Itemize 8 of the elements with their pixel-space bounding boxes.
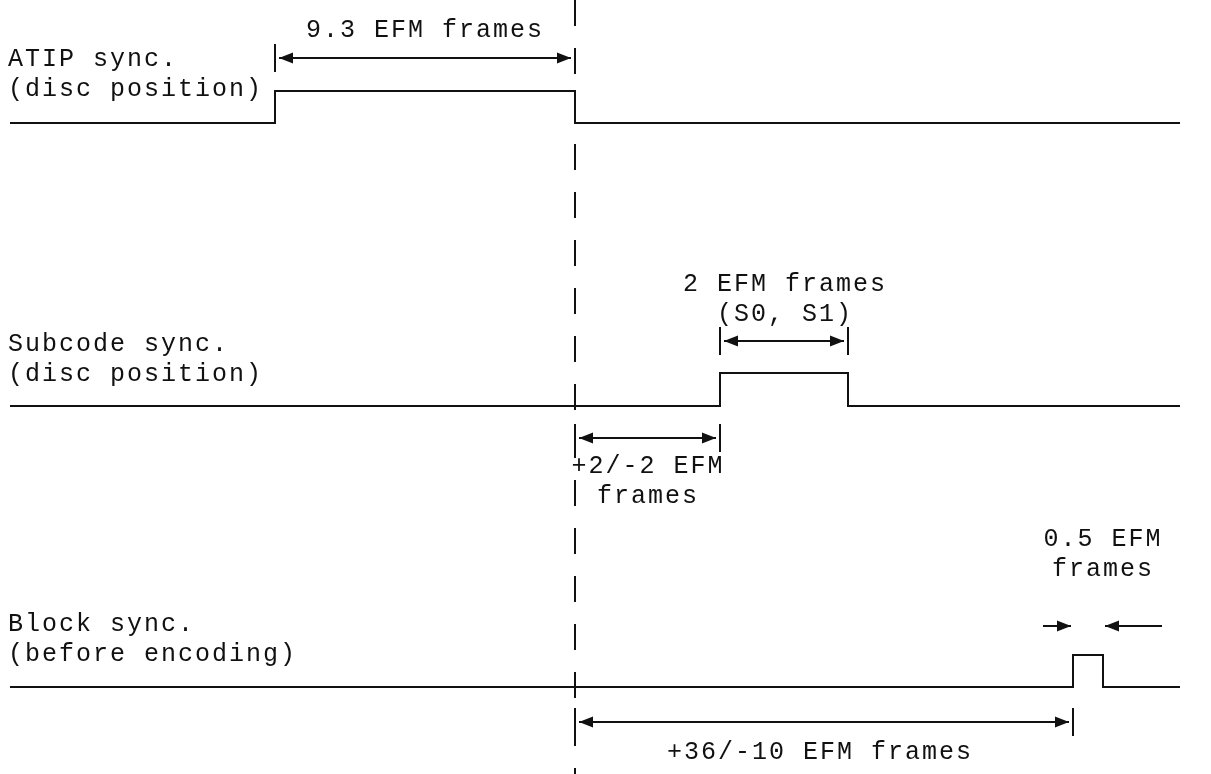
- dimension-label: 9.3 EFM frames: [306, 16, 544, 46]
- signal-label: ATIP sync. (disc position): [8, 45, 265, 105]
- signal-label: Block sync. (before encoding): [8, 610, 299, 670]
- dimension-label: 0.5 EFM frames: [1042, 525, 1164, 585]
- signal-label: Subcode sync. (disc position): [8, 330, 265, 390]
- dimension-label: +36/-10 EFM frames: [667, 738, 973, 768]
- dimension-label: +2/-2 EFM frames: [570, 452, 726, 512]
- dimension-label: 2 EFM frames (S0, S1): [682, 270, 888, 330]
